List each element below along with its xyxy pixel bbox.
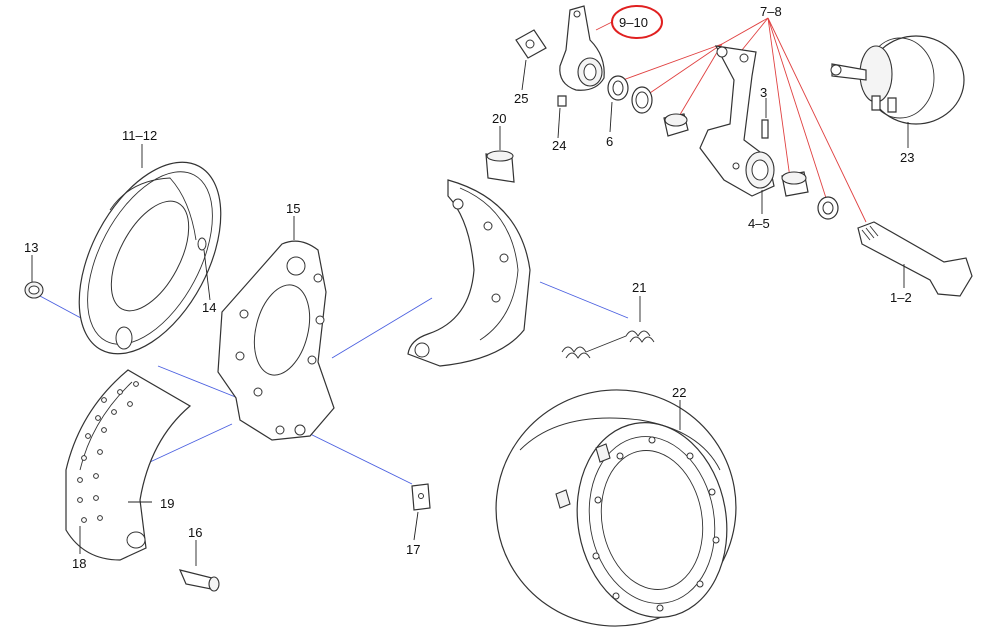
label-1-2: 1–2 xyxy=(890,290,912,305)
slack-adjuster-9-10 xyxy=(559,5,605,91)
label-13: 13 xyxy=(24,240,38,255)
bolt-3 xyxy=(761,119,769,139)
washer-right xyxy=(817,196,839,220)
highlight-circle xyxy=(611,5,663,39)
upper-brake-shoe xyxy=(407,179,531,367)
label-20: 20 xyxy=(492,111,506,126)
bushing-c xyxy=(781,171,809,197)
label-6: 6 xyxy=(606,134,613,149)
brake-chamber-23 xyxy=(830,35,965,125)
plug-13 xyxy=(24,281,44,299)
gasket-25 xyxy=(515,29,547,59)
brake-drum-22 xyxy=(495,389,737,627)
label-15: 15 xyxy=(286,201,300,216)
return-spring-21 xyxy=(561,330,655,359)
bushing-a xyxy=(631,86,653,114)
brake-spider-15 xyxy=(217,240,335,441)
label-11-12: 11–12 xyxy=(122,128,157,143)
roller-20 xyxy=(485,150,515,183)
dust-shield-11-12 xyxy=(78,161,222,355)
camshaft-bracket-4-5 xyxy=(699,45,775,197)
label-7-8: 7–8 xyxy=(760,4,782,19)
leader-lines xyxy=(31,59,909,566)
label-3: 3 xyxy=(760,85,767,100)
lining-rivets xyxy=(77,381,139,523)
label-22: 22 xyxy=(672,385,686,400)
brake-shoe-18 xyxy=(65,369,192,561)
anchor-pin-16 xyxy=(178,569,220,592)
label-14: 14 xyxy=(202,300,216,315)
assembly-lines xyxy=(39,281,629,485)
label-23: 23 xyxy=(900,150,914,165)
washer-6 xyxy=(607,75,629,101)
label-24: 24 xyxy=(552,138,566,153)
label-19: 19 xyxy=(160,496,174,511)
label-16: 16 xyxy=(188,525,202,540)
camshaft-1-2 xyxy=(857,221,973,297)
label-21: 21 xyxy=(632,280,646,295)
bushing-b xyxy=(663,113,689,137)
label-17: 17 xyxy=(406,542,420,557)
clip-17 xyxy=(411,483,431,511)
label-25: 25 xyxy=(514,91,528,106)
callout-lines-7-8 xyxy=(595,17,867,223)
label-9-10: 9–10 xyxy=(619,15,648,30)
label-18: 18 xyxy=(72,556,86,571)
label-4-5: 4–5 xyxy=(748,216,770,231)
grease-nipple-24 xyxy=(557,95,567,107)
part-labels: 1–2 3 4–5 6 7–8 9–10 11–12 13 14 15 16 1… xyxy=(24,4,914,571)
